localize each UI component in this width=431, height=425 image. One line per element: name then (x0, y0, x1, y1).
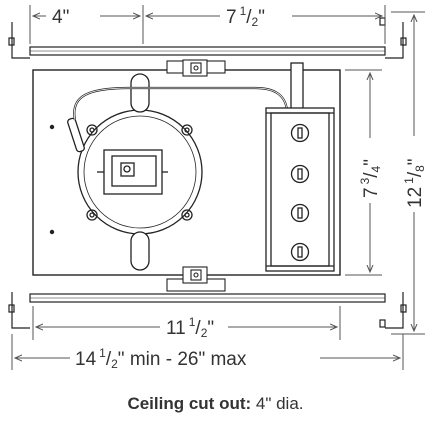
dim-12-125in-extensions (391, 11, 425, 335)
top-clip (166, 59, 226, 77)
recessed-light (67, 73, 203, 271)
dim-11-5in-extensions (32, 306, 341, 340)
junction-box (265, 62, 335, 272)
dim-12-125in-label: 121/8" (402, 158, 427, 208)
fixture-diagram: 4" 71/2" 73/4" 121/8" 111/2" 141/2" min (8, 4, 427, 371)
top-mounting-bar (8, 17, 407, 59)
top-dim-extensions (29, 5, 386, 44)
caption-value: 4" dia. (251, 394, 304, 413)
dim-bar-extensions (11, 334, 404, 370)
caption-label: Ceiling cut out: (127, 394, 252, 413)
conduit-wire (73, 86, 289, 121)
bottom-mounting-bar (8, 292, 407, 329)
ceiling-cutout-caption: Ceiling cut out: 4" dia. (0, 394, 431, 414)
bottom-clip (166, 266, 226, 292)
dim-7-75in-extensions (345, 69, 382, 276)
dim-4in-label: 4" (52, 7, 69, 28)
dim-7-75in-label: 73/4" (358, 159, 383, 198)
